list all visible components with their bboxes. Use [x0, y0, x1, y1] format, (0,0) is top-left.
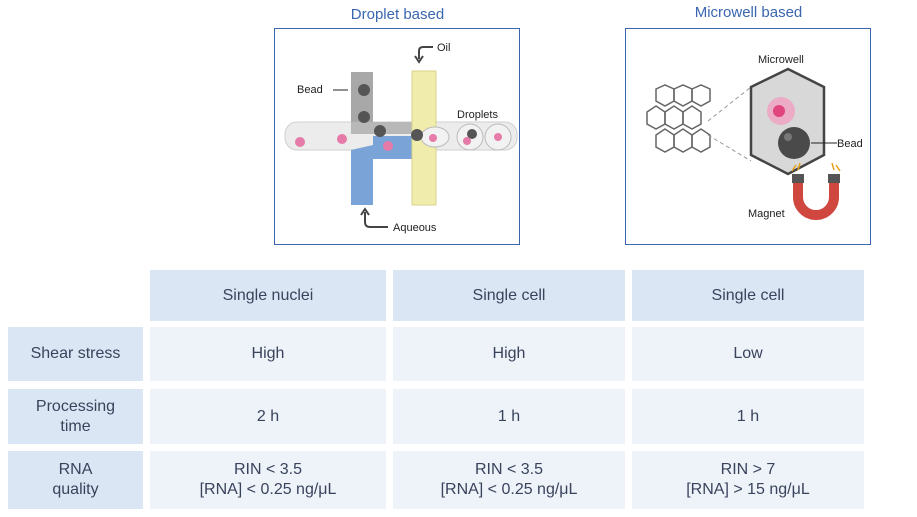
row-label: RNA quality	[8, 451, 143, 509]
aqueous-channel	[351, 145, 431, 205]
table-cell: 1 h	[393, 389, 625, 444]
hexagon-array	[646, 84, 711, 153]
label-bead: Bead	[837, 138, 863, 150]
bead	[374, 125, 386, 137]
bead	[778, 127, 810, 159]
bead	[358, 111, 370, 123]
column-header: Single cell	[393, 270, 625, 321]
label-droplets: Droplets	[457, 109, 498, 121]
table-cell: RIN < 3.5 [RNA] < 0.25 ng/μL	[150, 451, 386, 509]
table-cell: RIN > 7 [RNA] > 15 ng/μL	[632, 451, 864, 509]
label-bead: Bead	[297, 84, 323, 96]
magnet-icon	[791, 162, 841, 220]
droplet-diagram: Bead Oil Droplets Aqueous	[274, 28, 520, 245]
bead	[358, 84, 370, 96]
label-aqueous: Aqueous	[393, 222, 437, 234]
column-header: Single nuclei	[150, 270, 386, 321]
droplet-panel-title: Droplet based	[350, 6, 445, 23]
column-header: Single cell	[632, 270, 864, 321]
label-microwell: Microwell	[758, 54, 804, 66]
table-cell: Low	[632, 327, 864, 381]
cell	[295, 137, 305, 147]
microwell-panel-title: Microwell based	[694, 4, 803, 21]
label-magnet: Magnet	[748, 208, 785, 220]
table-cell: 2 h	[150, 389, 386, 444]
table-cell: RIN < 3.5 [RNA] < 0.25 ng/μL	[393, 451, 625, 509]
table-cell: High	[150, 327, 386, 381]
table-cell: High	[393, 327, 625, 381]
row-label: Shear stress	[8, 327, 143, 381]
label-oil: Oil	[437, 42, 450, 54]
microwell-diagram: Microwell Bead Magnet	[625, 28, 871, 245]
bead	[411, 129, 423, 141]
cell	[337, 134, 347, 144]
cell	[383, 141, 393, 151]
row-label: Processing time	[8, 389, 143, 444]
table-cell: 1 h	[632, 389, 864, 444]
